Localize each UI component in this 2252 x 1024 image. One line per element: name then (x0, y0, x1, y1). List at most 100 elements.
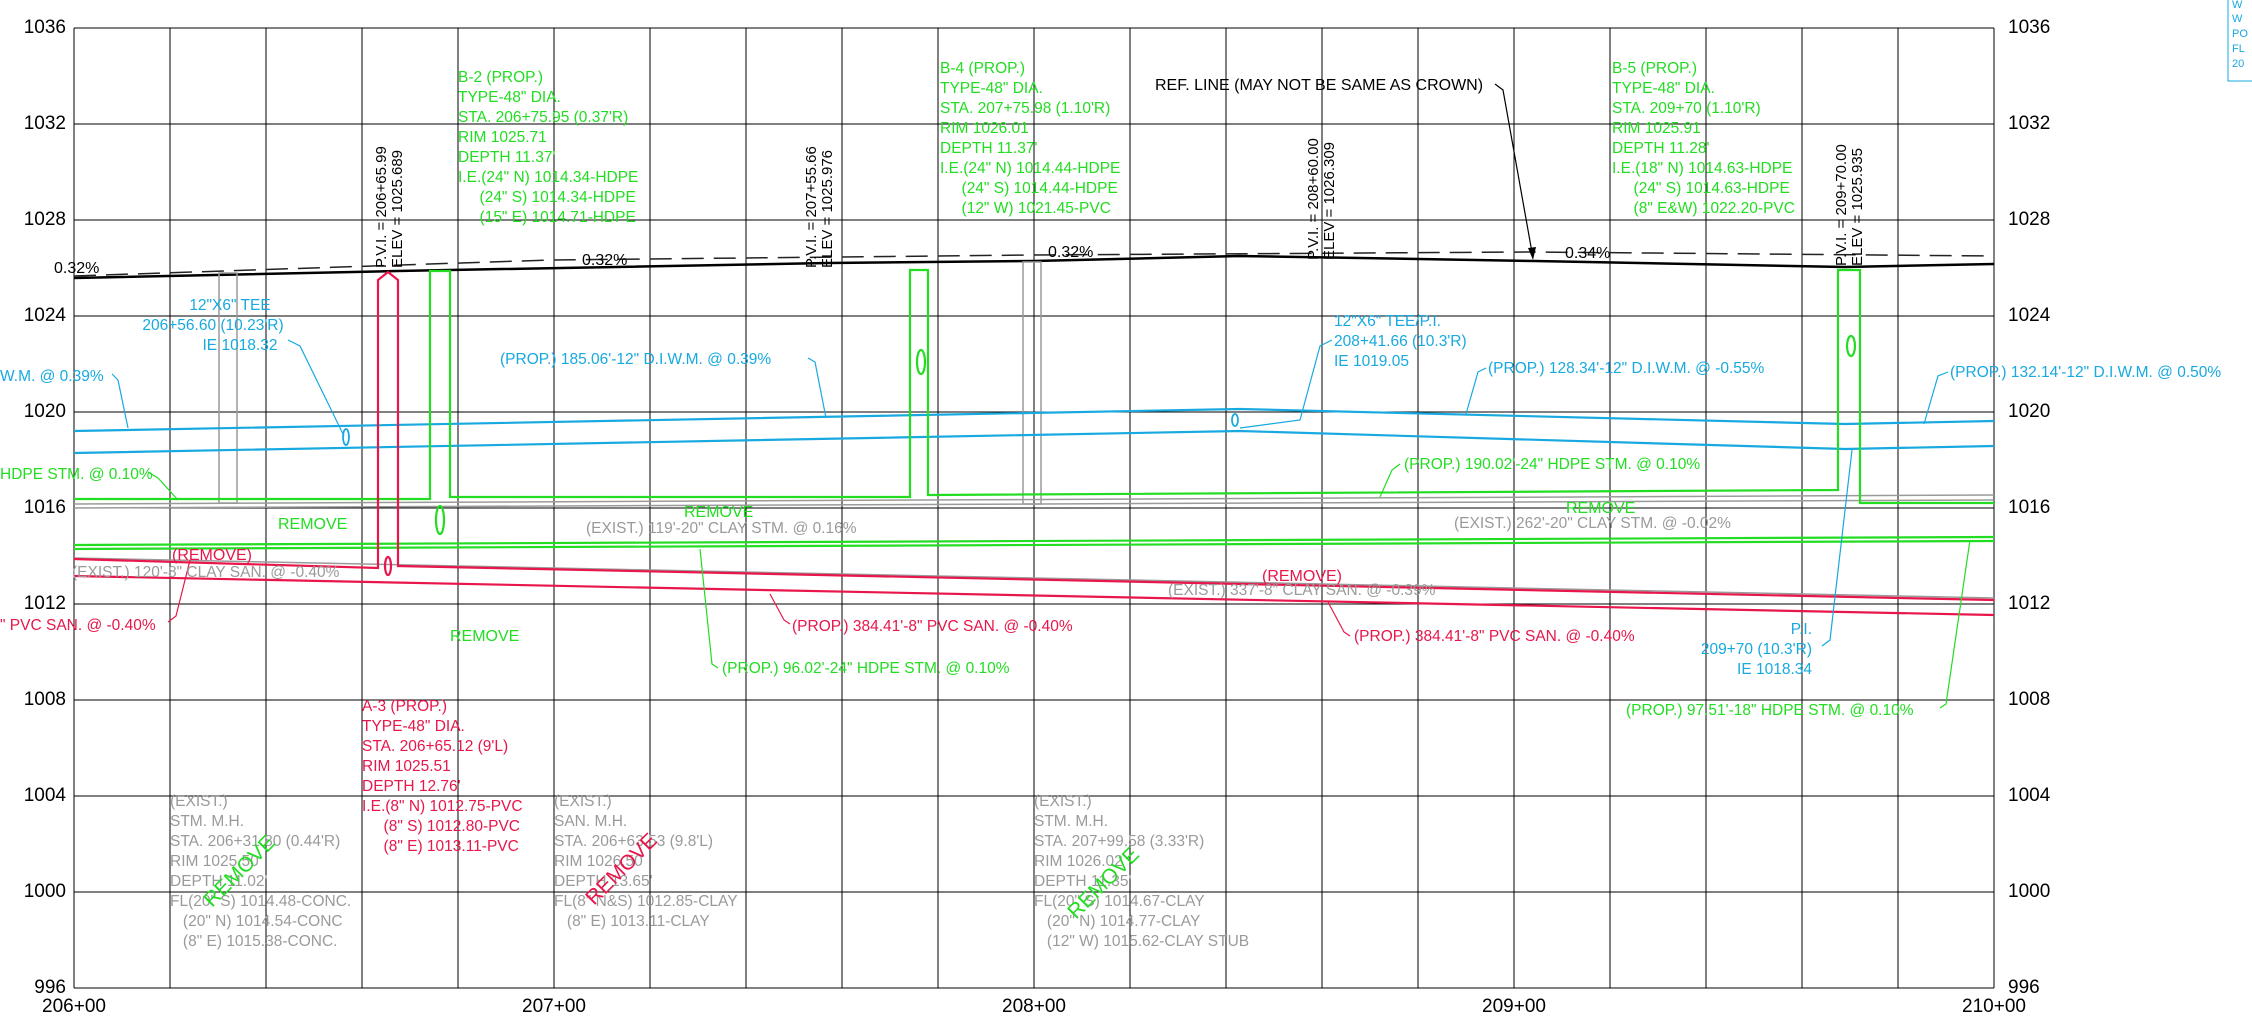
callout-line: (24" S) 1014.44-HDPE (940, 180, 1118, 197)
callout-line: DEPTH 12.76' (362, 778, 461, 795)
station-axis: 206+00 207+00 208+00 209+00 210+00 (42, 996, 2026, 1017)
water-main-top (73, 407, 1995, 433)
elev-label: 1024 (2008, 305, 2051, 326)
elev-label: 996 (34, 977, 66, 998)
pipe-label: (PROP.) 128.34'-12" D.I.W.M. @ -0.55% (1488, 360, 1765, 377)
elev-label: 1028 (24, 209, 66, 230)
callout-line: (12" W) 1021.45-PVC (940, 200, 1111, 217)
pipe-label: (PROP.) 132.14'-12" D.I.W.M. @ 0.50% (1950, 364, 2221, 381)
pipe-label: (EXIST.) 262'-20" CLAY STM. @ -0.02% (1454, 515, 1731, 532)
leader (1239, 339, 1333, 429)
station-label: 206+00 (42, 996, 106, 1017)
callout-line: DEPTH 13.65' (554, 873, 653, 890)
callout-line: FL(8" N&S) 1012.85-CLAY (554, 893, 738, 910)
elev-label: 1024 (24, 305, 67, 326)
storm-marker (1845, 334, 1857, 358)
callout-line: (8" S) 1012.80-PVC (362, 818, 520, 835)
elev-label: 1004 (2008, 785, 2051, 806)
elev-label: 1000 (24, 881, 66, 902)
callout-line: 206+56.60 (10.23'R) (142, 317, 283, 334)
callout-line: (20" N) 1014.54-CONC (170, 913, 343, 930)
leader (167, 559, 191, 623)
callout-b2: B-2 (PROP.) TYPE-48" DIA. STA. 206+75.95… (458, 69, 638, 226)
pipe-label: (PROP.) 96.02'-24" HDPE STM. @ 0.10% (722, 660, 1010, 677)
legend-line: PO (2232, 28, 2248, 40)
storm-pipe-profile (74, 268, 1994, 505)
storm-pipe (73, 539, 1995, 551)
corner-legend: W W PO FL 20 (2227, 0, 2252, 82)
pvi-elev-label: ELEV = 1025.935 (1849, 148, 1866, 266)
callout-line: B-2 (PROP.) (458, 69, 543, 86)
callout-line: TYPE-48" DIA. (458, 89, 561, 106)
sanitary-sewer (73, 270, 1995, 617)
station-label: 209+00 (1482, 996, 1546, 1017)
callout-line: (EXIST.) (554, 793, 612, 810)
pipe-label: HDPE STM. @ 0.10% (0, 466, 153, 483)
callout-line: B-5 (PROP.) (1612, 60, 1697, 77)
callout-line: RIM 1026.50 (554, 853, 643, 870)
callout-line: SAN. M.H. (554, 813, 627, 830)
existing-sanitary-pipe (73, 557, 1995, 599)
elev-label: 1020 (24, 401, 66, 422)
callout-line: RIM 1025.71 (458, 129, 547, 146)
grade-profile: 0.32% 0.32% 0.32% 0.34% P.V.I. = 206+65.… (54, 77, 1995, 280)
callout-line: (8" E) 1013.11-PVC (362, 838, 519, 855)
legend-box (2227, 0, 2252, 82)
existing-storm-pipe (73, 499, 1995, 509)
callout-line: STM. M.H. (170, 813, 244, 830)
legend-line: 20 (2232, 58, 2244, 70)
callout-line: (8" E) 1015.38-CONC. (170, 933, 337, 950)
grade-label: 0.32% (54, 260, 99, 277)
storm-pipe (73, 535, 1995, 547)
grade-label: 0.32% (1048, 244, 1093, 261)
callout-line: DEPTH 11.37' (458, 149, 555, 166)
tee-marker (1231, 413, 1239, 427)
callout-line: RIM 1025.51 (362, 758, 451, 775)
leader (699, 548, 719, 669)
pvi-elev-label: ELEV = 1025.976 (819, 150, 836, 268)
ref-line-leader (1494, 83, 1534, 259)
callout-line: TYPE-48" DIA. (940, 80, 1043, 97)
water-main-bottom (73, 429, 1995, 455)
callout-line: A-3 (PROP.) (362, 698, 447, 715)
callout-b4: B-4 (PROP.) TYPE-48" DIA. STA. 207+75.98… (940, 60, 1120, 217)
leader-lines (111, 339, 1971, 709)
elev-label: 1008 (2008, 689, 2050, 710)
callout-line: STA. 207+99.58 (3.33'R) (1034, 833, 1204, 850)
callout-line: (24" S) 1014.34-HDPE (458, 189, 636, 206)
callout-line: (EXIST.) (1034, 793, 1092, 810)
existing-utilities (73, 261, 1995, 599)
pvi-label: P.V.I. = 207+55.66 (803, 146, 820, 268)
callout-line: I.E.(8" N) 1012.75-PVC (362, 798, 523, 815)
callout-line: STA. 209+70 (1.10'R) (1612, 100, 1761, 117)
callout-line: IE 1018.32 (203, 337, 278, 354)
remove-note: (REMOVE) (1262, 568, 1342, 585)
remove-note: (REMOVE) (172, 547, 252, 564)
pvi-label: P.V.I. = 206+65.99 (373, 146, 390, 268)
sanitary-pipe (73, 574, 1995, 617)
callout-line: STA. 206+63.53 (9.8'L) (554, 833, 713, 850)
legend-line: W (2232, 0, 2243, 11)
pipe-label: (EXIST.) 120'-8" CLAY SAN. @ -0.40% (72, 564, 340, 581)
callout-line: TYPE-48" DIA. (1612, 80, 1715, 97)
callout-line: (12" W) 1015.62-CLAY STUB (1034, 933, 1249, 950)
pipe-labels: W.M. @ 0.39% (PROP.) 185.06'-12" D.I.W.M… (0, 351, 2221, 719)
callout-line: P.I. (1791, 621, 1812, 638)
leader (1327, 601, 1351, 637)
callout-line: (EXIST.) (170, 793, 228, 810)
callout-line: (8" E) 1013.11-CLAY (554, 913, 710, 930)
callout-existing-1: (EXIST.) STM. M.H. STA. 206+31.80 (0.44'… (170, 793, 351, 950)
leader (147, 471, 179, 501)
pipe-label: (PROP.) 190.02'-24" HDPE STM. @ 0.10% (1404, 456, 1700, 473)
elev-label: 1032 (2008, 113, 2050, 134)
pipe-label: (EXIST.) 119'-20" CLAY STM. @ 0.16% (586, 520, 857, 537)
elev-label: 1016 (2008, 497, 2050, 518)
pvi-label: P.V.I. = 208+60.00 (1305, 138, 1322, 260)
pipe-label: " PVC SAN. @ -0.40% (0, 617, 156, 634)
sanitary-profile (73, 270, 1995, 602)
water-main (73, 407, 1995, 455)
pvi-label: P.V.I. = 209+70.00 (1833, 144, 1850, 266)
existing-storm-pipe (73, 494, 1995, 505)
elev-label: 1036 (2008, 17, 2050, 38)
